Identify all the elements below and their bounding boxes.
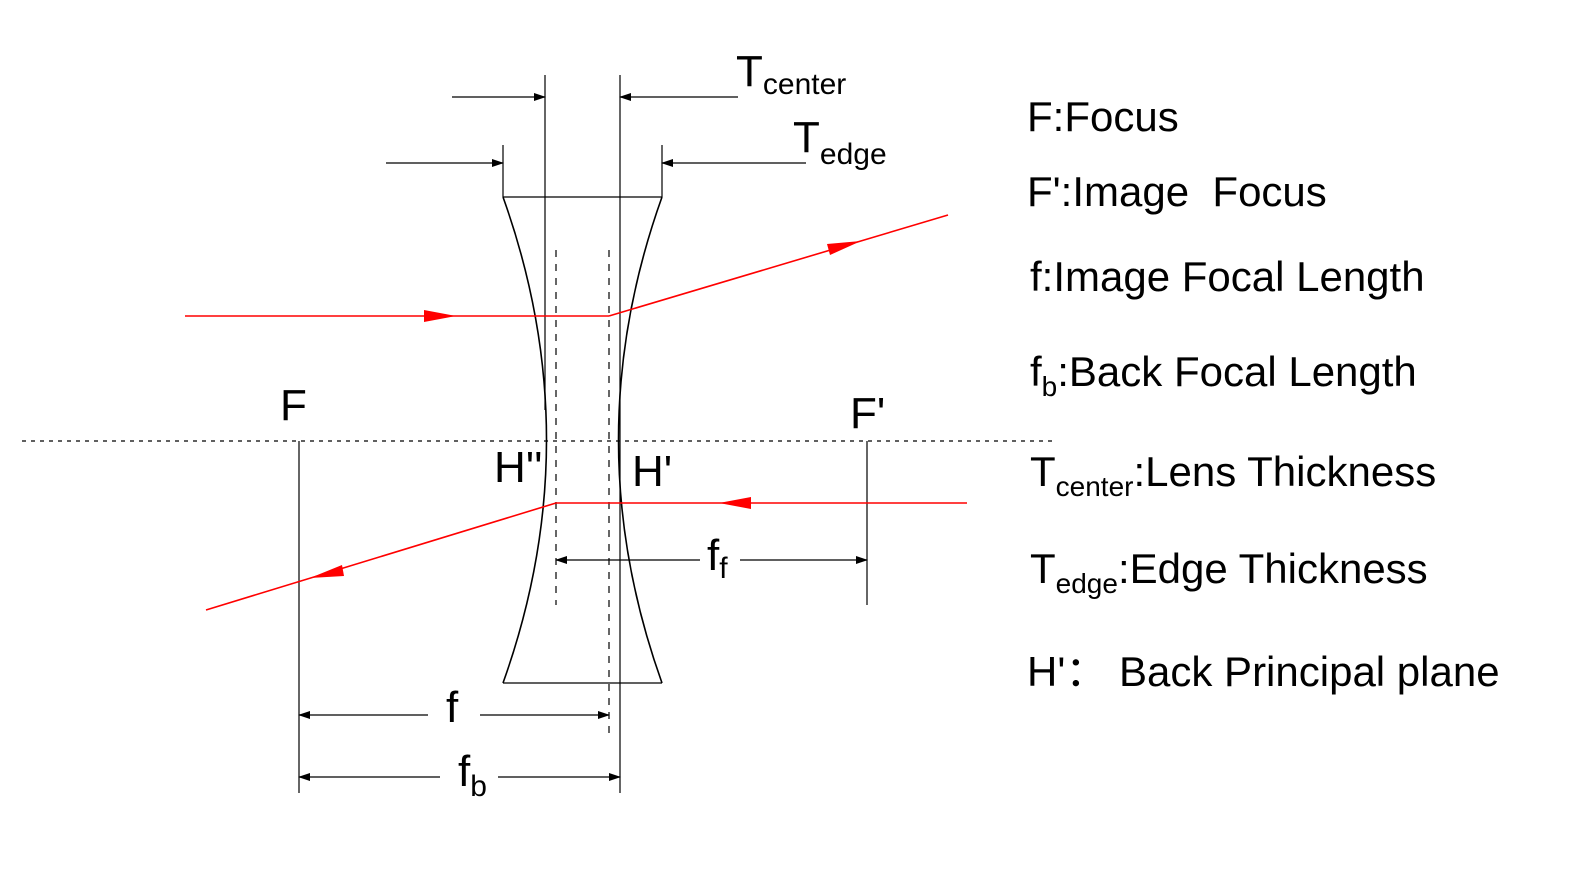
biconcave-lens [502,196,663,684]
ray-lower [205,497,967,611]
legend-item-image-focal-length: f:Image Focal Length [1030,253,1425,300]
t-edge-label: Tedge [793,113,887,171]
fb-label: fb [458,747,487,803]
legend-item-edge-thickness: Tedge:Edge Thickness [1030,545,1428,599]
f-label: f [446,683,459,732]
legend-item-back-focal-length: fb:Back Focal Length [1030,348,1417,402]
legend: F:Focus F':Image Focus f:Image Focal Len… [1027,93,1500,695]
ray-upper [185,214,949,322]
ff-label: ff [707,531,728,585]
legend-item-image-focus: F':Image Focus [1027,168,1327,215]
focus-front-label: F [280,381,307,430]
focus-image-label: F' [850,389,885,438]
legend-item-focus: F:Focus [1027,93,1179,140]
t-center-label: Tcenter [736,47,846,101]
h-prime-label: H' [632,447,672,496]
legend-item-back-principal-plane: H'： Back Principal plane [1027,648,1500,695]
legend-item-lens-thickness: Tcenter:Lens Thickness [1030,448,1436,502]
h-double-prime-label: H'' [494,443,543,492]
